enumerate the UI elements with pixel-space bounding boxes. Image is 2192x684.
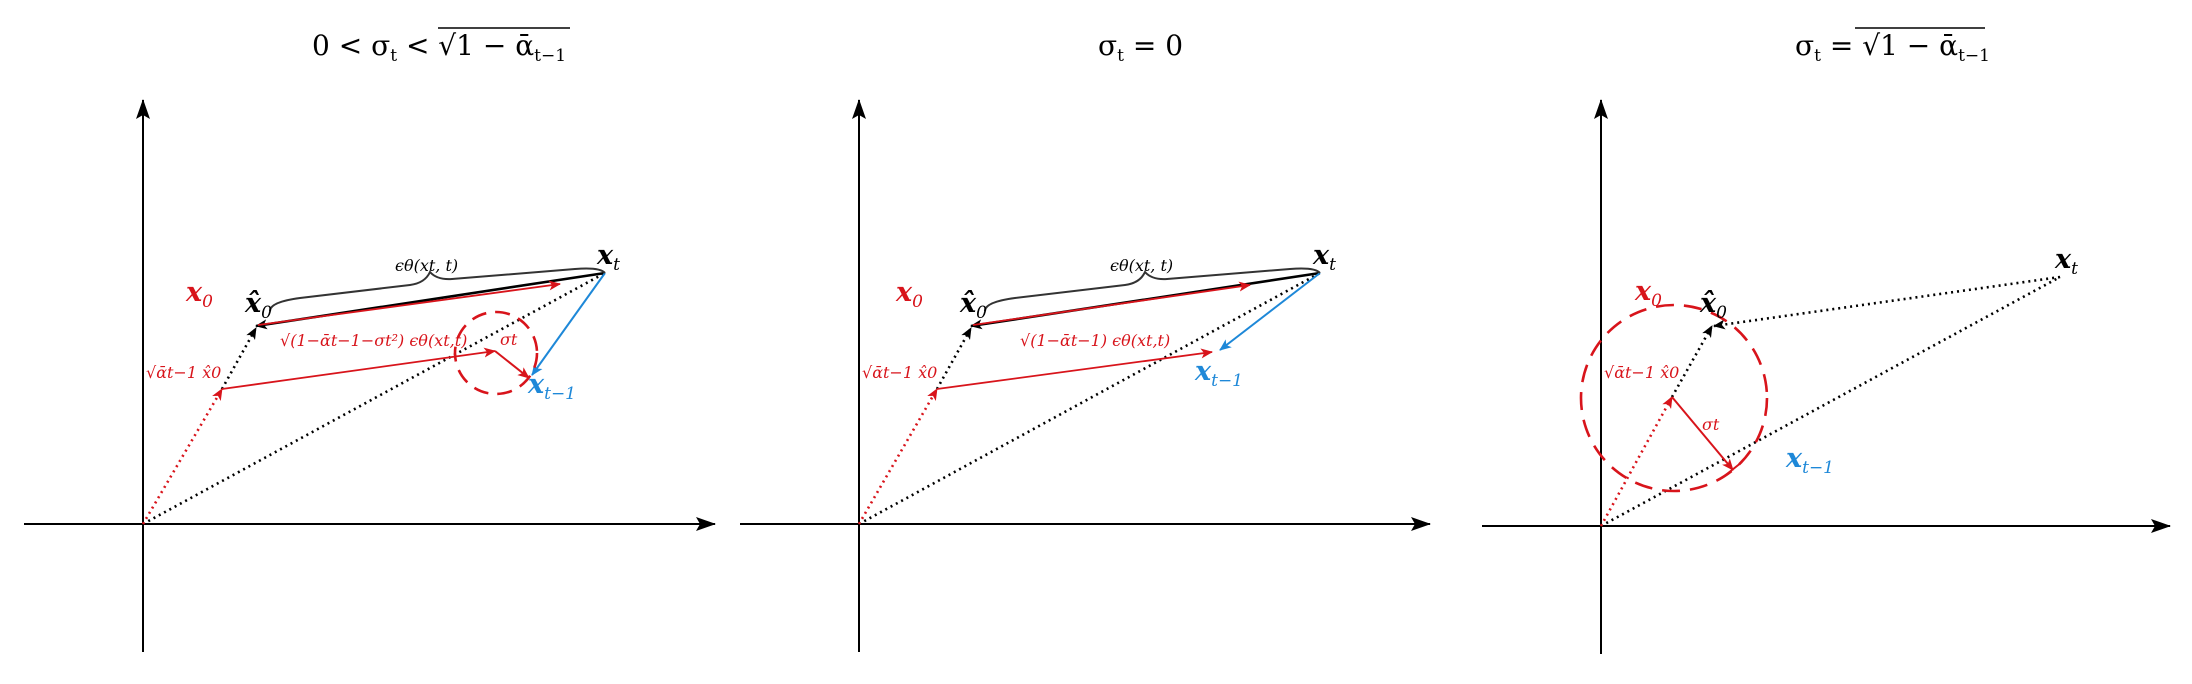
panel-2-xt1-arrow — [1219, 272, 1321, 351]
panel-3-xt1-sub: t−1 — [1802, 458, 1834, 478]
panel-3-xt-sub: t — [2071, 259, 2078, 279]
panel-2: σt = 0 ϵθ(xt, t) x0 x̂0 xt xt−1 √ᾱt−1 x̂… — [740, 29, 1431, 652]
panel-3-origin-to-xt — [1600, 275, 2061, 528]
panel-1-sigma-label: σt — [500, 330, 518, 349]
panel-1-xt1-arrow — [531, 272, 606, 376]
panel-1-xt-sub: t — [613, 255, 620, 275]
panel-2-xt-sub: t — [1329, 255, 1336, 275]
panel-2-xt1: x — [1194, 356, 1212, 387]
panel-3-x0hat: x̂ — [1699, 288, 1717, 319]
panel-2-xt-label: xt — [1312, 240, 1336, 275]
panel-2-coef-eps-label: √(1−ᾱt−1) ϵθ(xt,t) — [1020, 331, 1170, 350]
panel-2-origin-to-xt — [858, 271, 1321, 526]
panel-3-scaled-x0-arrow — [1599, 396, 1674, 527]
panel-3-title-main: σ — [1795, 29, 1814, 62]
panel-2-eps-label: ϵθ(xt, t) — [1110, 256, 1173, 275]
panel-1-x0hat-sub: 0 — [261, 303, 272, 323]
panel-2-title: σt = 0 — [1098, 29, 1183, 66]
panel-1-title: 0 < σt < √1 − ᾱt−1 — [312, 29, 566, 66]
panel-3-noise-circle — [1579, 303, 1769, 493]
panel-2-mean-arrow — [936, 348, 1213, 390]
panel-1-noise-circle — [453, 310, 539, 396]
panel-1-origin-to-xt — [142, 271, 606, 526]
panel-3-x0hat-arrow — [1670, 325, 1714, 398]
panel-2-x0hat-arrow — [935, 327, 973, 390]
panel-2-title-main: σ — [1098, 29, 1117, 62]
panel-2-xt1-label: xt−1 — [1194, 356, 1243, 391]
panel-1-xt: x — [596, 240, 614, 271]
panel-1: 0 < σt < √1 − ᾱt−1 ϵθ(xt, t) x0 x̂0 xt x… — [24, 27, 716, 652]
panel-3-title-sub: t — [1814, 46, 1821, 66]
panel-2-title-rest: = 0 — [1124, 29, 1183, 62]
panel-1-title-rest-sub: t−1 — [534, 46, 566, 66]
panel-2-eps-brace — [984, 267, 1321, 312]
panel-2-x0hat-label: x̂0 — [959, 288, 987, 323]
panel-1-title-sub: t — [390, 46, 397, 66]
panel-3-title-rest: = √1 − ᾱ — [1821, 29, 1958, 62]
panel-1-scaled-x0-arrow — [141, 388, 224, 525]
panel-1-xt-label: xt — [596, 240, 620, 275]
panel-1-xt1-sub: t−1 — [544, 384, 576, 404]
panel-1-eps-brace — [269, 267, 606, 312]
panel-1-xt1-label: xt−1 — [527, 369, 576, 404]
panel-3-sigma-arrow — [1671, 396, 1734, 471]
panel-2-xt1-sub: t−1 — [1211, 371, 1243, 391]
panel-1-x0hat: x̂ — [244, 288, 262, 319]
panel-1-x0hat-arrow — [220, 327, 258, 390]
panel-2-title-sub: t — [1117, 46, 1124, 66]
panel-3-xt: x — [2054, 244, 2072, 275]
panel-3-title: σt = √1 − ᾱt−1 — [1795, 29, 1990, 66]
panel-2-coef-x0-label: √ᾱt−1 x̂0 — [862, 363, 937, 382]
panel-1-coef-eps-arrow — [257, 280, 561, 326]
panel-3-xt-label: xt — [2054, 244, 2078, 279]
panel-3-x0-sub: 0 — [1651, 291, 1662, 311]
panel-3-xt1-label: xt−1 — [1785, 443, 1834, 478]
panel-1-xt1: x — [527, 369, 545, 400]
panel-3-x0-label: x0 — [1634, 276, 1662, 311]
panel-1-eps-label: ϵθ(xt, t) — [395, 256, 458, 275]
panel-1-title-rest: < √1 − ᾱ — [397, 29, 534, 62]
panel-2-coef-eps-arrow — [972, 281, 1251, 326]
panel-2-x0-sub: 0 — [912, 292, 923, 312]
panel-1-x0-sub: 0 — [202, 292, 213, 312]
panel-1-x0: x — [185, 277, 203, 308]
panel-1-x0-label: x0 — [185, 277, 213, 312]
panel-3-title-rest-sub: t−1 — [1958, 46, 1990, 66]
panel-1-coef-x0-label: √ᾱt−1 x̂0 — [146, 363, 221, 382]
panel-3-x0: x — [1634, 276, 1652, 307]
panel-2-x0hat: x̂ — [959, 288, 977, 319]
panel-2-x0-label: x0 — [895, 277, 923, 312]
panel-2-xt: x — [1312, 240, 1330, 271]
panel-2-x0: x — [895, 277, 913, 308]
panel-2-x0hat-sub: 0 — [976, 303, 987, 323]
panel-1-title-main: 0 < σ — [312, 29, 390, 62]
panel-1-x0hat-label: x̂0 — [244, 288, 272, 323]
panel-1-coef-eps-label: √(1−ᾱt−1−σt²) ϵθ(xt,t) — [280, 331, 467, 350]
panel-3-sigma-label: σt — [1702, 415, 1720, 434]
panel-2-scaled-x0-arrow — [857, 388, 939, 525]
panel-3-x0hat-sub: 0 — [1716, 303, 1727, 323]
panel-3-xt1: x — [1785, 443, 1803, 474]
panel-3-xt-to-x0hat — [1713, 275, 2061, 330]
panel-1-sigma-arrow — [494, 350, 530, 379]
panel-3: σt = √1 − ᾱt−1 x0 x̂0 xt xt−1 √ᾱt−1 x̂0 … — [1482, 27, 2171, 654]
panel-1-mean-arrow — [221, 347, 496, 390]
panel-3-coef-x0-label: √ᾱt−1 x̂0 — [1604, 363, 1679, 382]
panel-3-x0hat-label: x̂0 — [1699, 288, 1727, 323]
